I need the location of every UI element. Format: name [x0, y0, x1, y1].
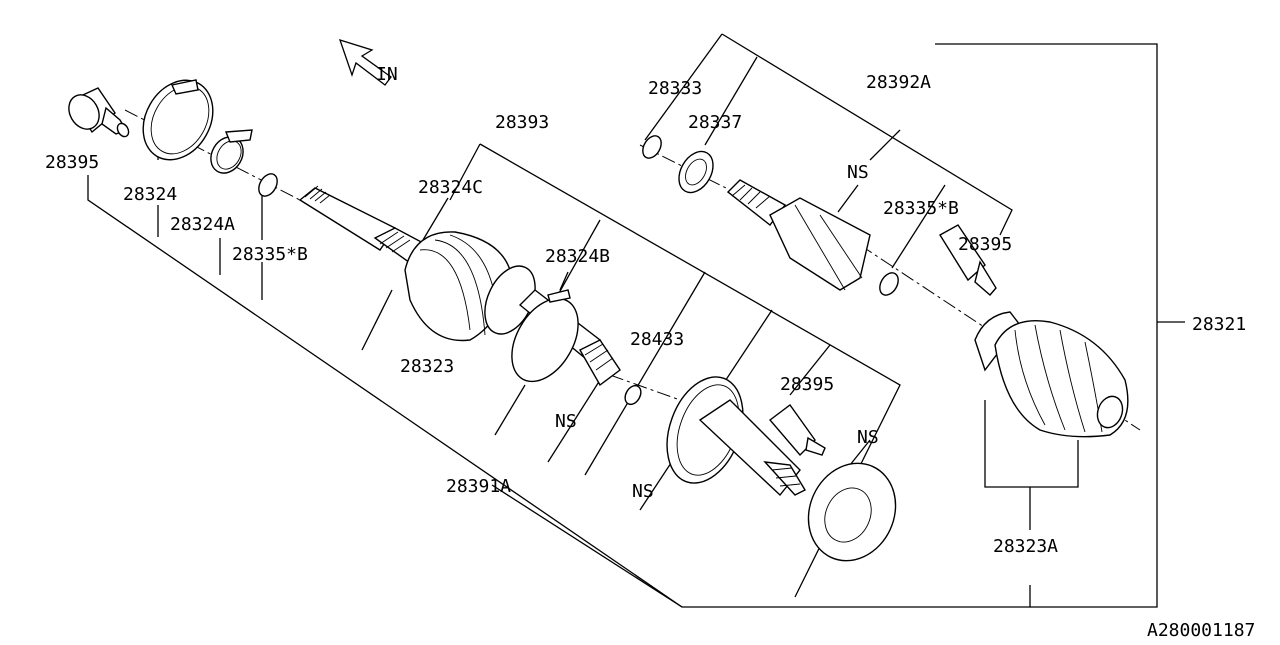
label-28324c: 28324C: [418, 177, 483, 198]
label-28392a: 28392A: [866, 72, 931, 93]
part-labels: 28395 28324 28324A 28335*B 28393 28324C …: [45, 72, 1255, 641]
label-28433: 28433: [630, 329, 684, 350]
label-28323a: 28323A: [993, 536, 1058, 557]
boot-band-large: [142, 79, 214, 161]
snap-ring-28433: [624, 384, 642, 406]
grease-tube-mid: [768, 404, 826, 457]
label-28335b-right: 28335*B: [883, 198, 959, 219]
boot-band-28324b: [511, 297, 579, 383]
label-28324: 28324: [123, 184, 177, 205]
label-28395-mid: 28395: [780, 374, 834, 395]
label-ns-left: NS: [555, 411, 577, 432]
grease-tube-right: [939, 224, 997, 296]
label-28323: 28323: [400, 356, 454, 377]
label-28333: 28333: [648, 78, 702, 99]
label-28337: 28337: [688, 112, 742, 133]
circlip-right: [879, 272, 899, 296]
direction-label: IN: [376, 64, 398, 85]
label-28321: 28321: [1192, 314, 1246, 335]
inner-boot-kit: [974, 311, 1129, 438]
label-28335b-left: 28335*B: [232, 244, 308, 265]
outer-joint-housing: [666, 376, 806, 497]
label-28324a: 28324A: [170, 214, 235, 235]
snap-ring-28333: [642, 135, 662, 159]
label-ns-upper: NS: [847, 162, 869, 183]
label-28391a: 28391A: [446, 476, 511, 497]
drive-shaft-outer: [298, 185, 621, 387]
label-ns-seal: NS: [857, 427, 879, 448]
leader-lines: [87, 33, 1185, 608]
inner-joint-housing: [726, 179, 871, 291]
label-28395-right: 28395: [958, 234, 1012, 255]
band-clip: [547, 289, 571, 303]
label-28324b: 28324B: [545, 246, 610, 267]
dust-seal: [807, 462, 897, 562]
label-ns-bottom: NS: [632, 481, 654, 502]
diagram-code: A280001187: [1147, 620, 1255, 640]
grease-tube-left: [68, 87, 130, 138]
boot-band-small: [210, 129, 253, 174]
assembly-axis-mid: [609, 374, 681, 401]
washer-28337: [678, 150, 714, 194]
circlip-left: [258, 173, 278, 197]
direction-arrow-icon: [338, 38, 392, 86]
label-28393: 28393: [495, 112, 549, 133]
label-28395: 28395: [45, 152, 99, 173]
